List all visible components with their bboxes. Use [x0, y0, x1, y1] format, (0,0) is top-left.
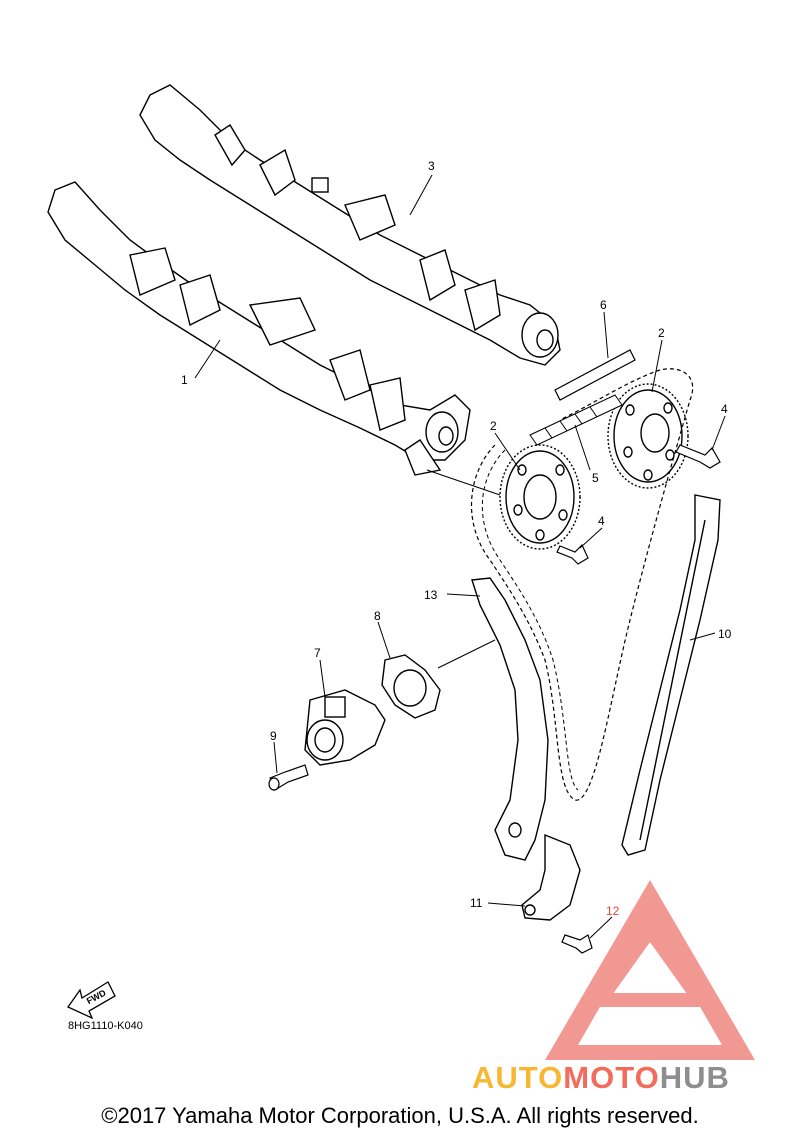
callout-8: 8: [374, 609, 381, 623]
tensioner-bolt: [268, 764, 309, 791]
upper-chain-guide: [554, 349, 636, 401]
callout-6: 6: [600, 298, 607, 312]
guide-bracket: [521, 833, 581, 921]
watermark-part-hub: HUB: [659, 1060, 730, 1095]
chain-links: [529, 394, 623, 446]
callout-7: 7: [314, 646, 321, 660]
callout-4-right: 4: [721, 402, 728, 416]
watermark-logo: [545, 880, 755, 1060]
watermark-part-auto: AUTO: [472, 1060, 564, 1095]
callout-10: 10: [718, 627, 732, 641]
tensioner-gasket: [381, 654, 441, 719]
callout-2-left: 2: [490, 419, 497, 433]
cam-sprocket-left: [499, 444, 581, 550]
copyright-notice: ©2017 Yamaha Motor Corporation, U.S.A. A…: [101, 1103, 699, 1128]
watermark-part-moto: MOTO: [563, 1060, 660, 1095]
callout-3: 3: [428, 159, 435, 173]
callout-12: 12: [606, 904, 620, 918]
callout-1: 1: [181, 373, 188, 387]
leader-lines: [194, 174, 726, 939]
callout-5: 5: [592, 471, 599, 485]
camshaft-lower: [47, 181, 471, 476]
diagram-code: 8HG1110-K040: [68, 1020, 143, 1032]
timing-chain: [470, 368, 694, 801]
camshaft-upper: [139, 84, 561, 366]
chain-tensioner: [304, 689, 386, 766]
callout-2-right: 2: [658, 326, 665, 340]
bracket-bolt: [561, 934, 593, 954]
fixed-chain-guide: [621, 494, 721, 856]
bolt-left: [556, 543, 589, 565]
callout-4-left: 4: [598, 514, 605, 528]
bolt-right: [675, 444, 721, 469]
tensioner-guide: [471, 577, 549, 861]
callout-11: 11: [470, 896, 483, 910]
callout-9: 9: [270, 729, 277, 743]
fwd-arrow-icon: [67, 981, 116, 1020]
cam-sprocket-right: [607, 383, 689, 489]
callout-13: 13: [424, 588, 438, 602]
watermark-wordmark: AUTOMOTOHUB: [472, 1060, 730, 1096]
